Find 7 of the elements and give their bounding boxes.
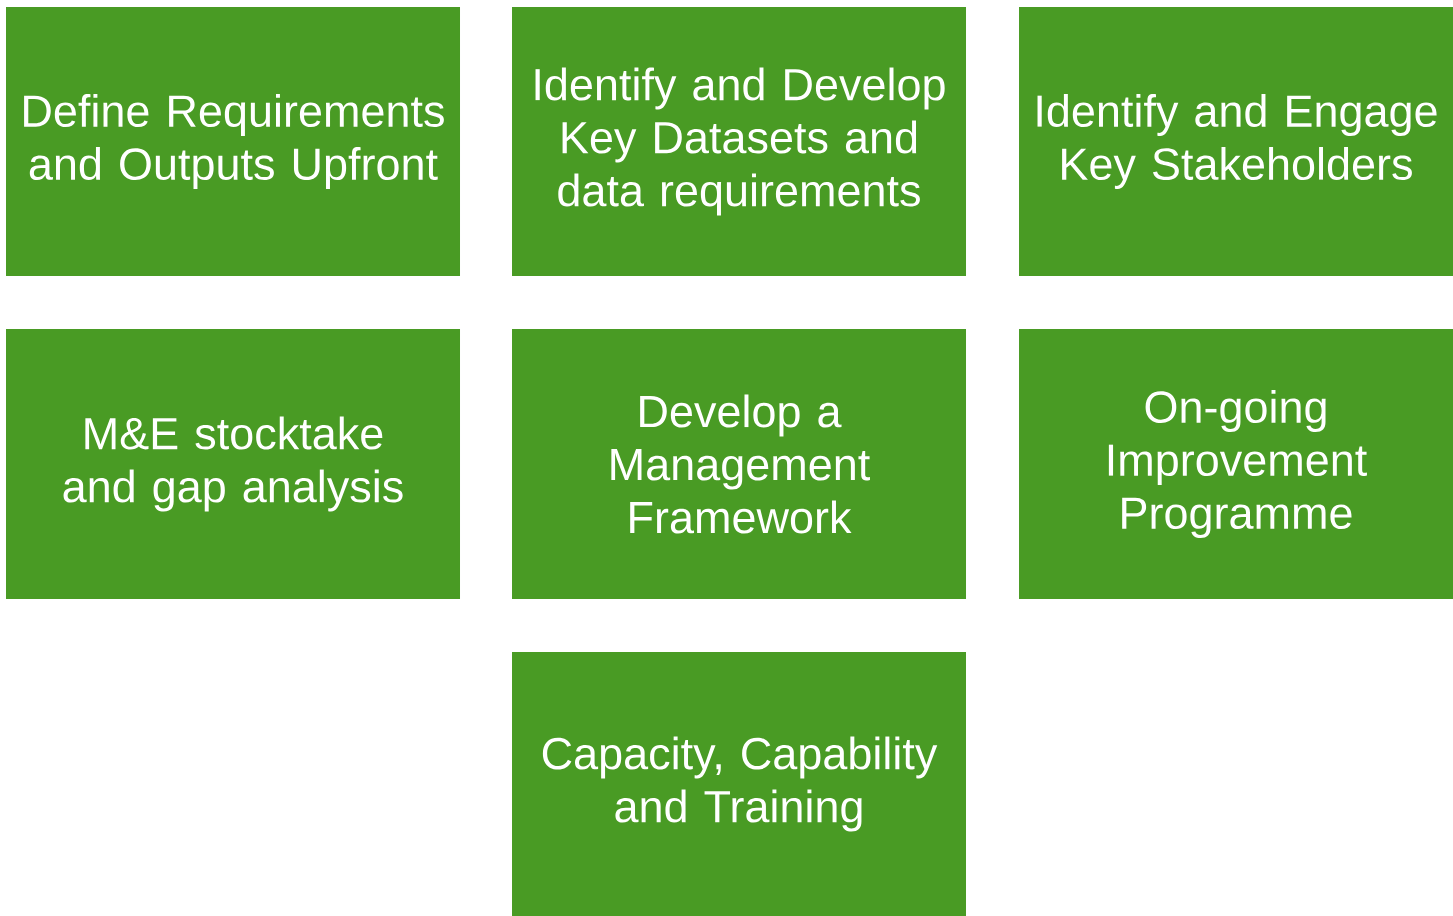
process-box: Define Requirements and Outputs Upfront — [6, 7, 460, 276]
process-box: M&E stocktake and gap analysis — [6, 329, 460, 599]
process-box: Identify and Engage Key Stakeholders — [1019, 7, 1453, 276]
process-box: Capacity, Capability and Training — [512, 652, 966, 916]
process-box: On-going Improvement Programme — [1019, 329, 1453, 599]
process-box: Identify and Develop Key Datasets and data requirements — [512, 7, 966, 276]
process-box: Develop a Management Framework — [512, 329, 966, 599]
